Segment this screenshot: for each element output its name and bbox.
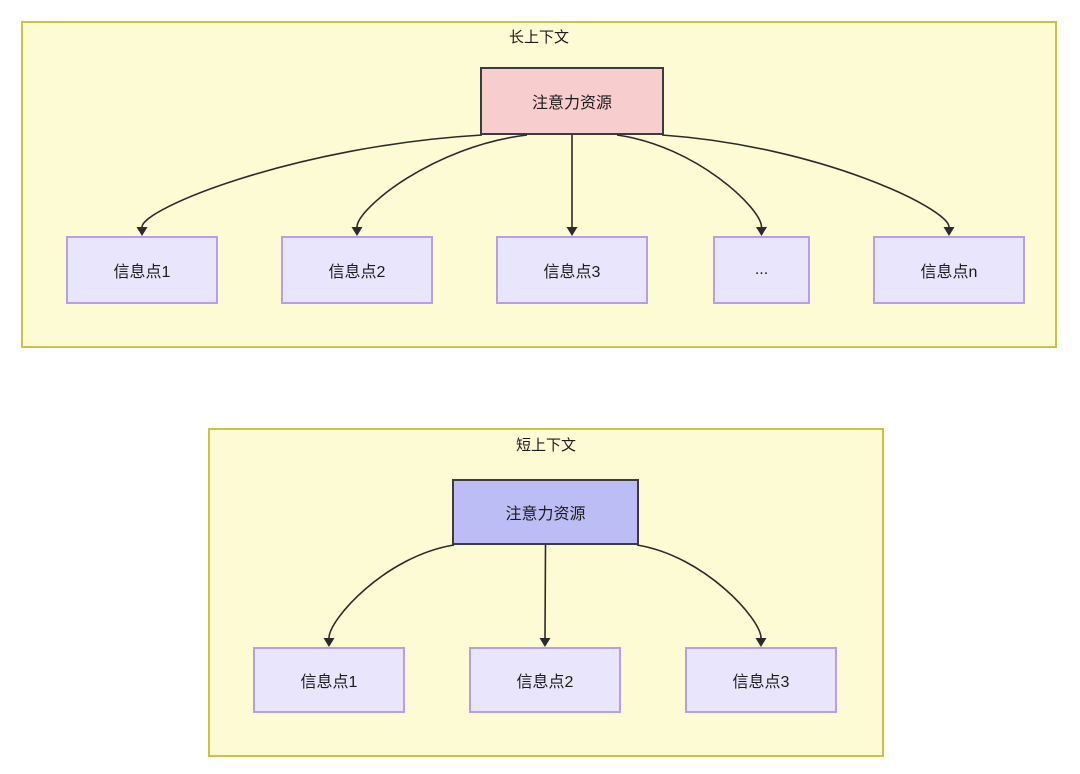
node-label: 信息点2 <box>328 264 386 281</box>
node-label: 信息点2 <box>516 674 574 691</box>
node-label: 信息点1 <box>113 264 171 281</box>
group-title-short-context: 短上下文 <box>515 437 576 454</box>
node-label: 信息点3 <box>732 674 790 691</box>
node-label: 注意力资源 <box>531 95 612 112</box>
node-info-point-n-long[interactable]: 信息点n <box>873 236 1025 304</box>
group-title-long-context: 长上下文 <box>508 29 569 46</box>
node-attention-resource-short[interactable]: 注意力资源 <box>452 479 639 545</box>
node-label: 信息点1 <box>300 674 358 691</box>
node-info-point-3-long[interactable]: 信息点3 <box>496 236 648 304</box>
node-label: 注意力资源 <box>505 506 586 523</box>
node-info-point-1-short[interactable]: 信息点1 <box>253 647 405 713</box>
node-attention-resource-long[interactable]: 注意力资源 <box>480 67 664 135</box>
node-info-point-1-long[interactable]: 信息点1 <box>66 236 218 304</box>
node-info-point-2-long[interactable]: 信息点2 <box>281 236 433 304</box>
node-info-point-3-short[interactable]: 信息点3 <box>685 647 837 713</box>
node-label: ... <box>754 261 769 278</box>
node-info-point-2-short[interactable]: 信息点2 <box>469 647 621 713</box>
node-info-point-ellipsis-long[interactable]: ... <box>713 236 810 304</box>
node-label: 信息点n <box>920 264 978 281</box>
node-label: 信息点3 <box>543 264 601 281</box>
